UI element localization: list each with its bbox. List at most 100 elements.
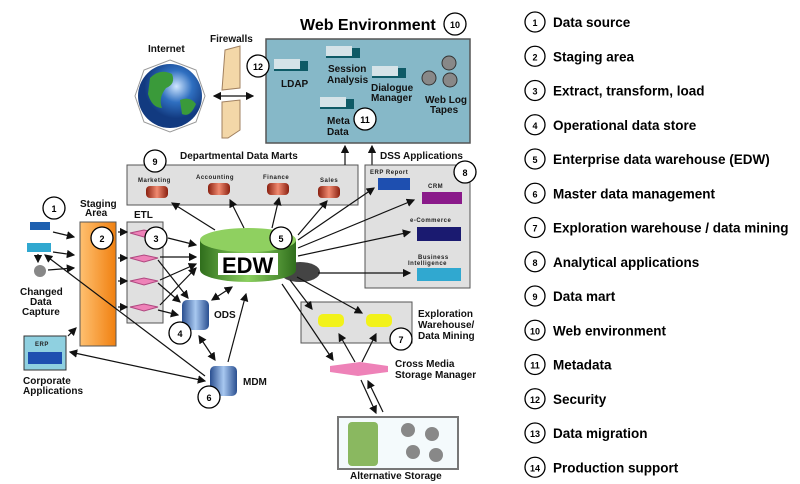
- legend-number: 8: [532, 258, 537, 268]
- legend-number: 9: [532, 292, 537, 302]
- mart-label: Finance: [263, 175, 289, 181]
- corp-label: Applications: [23, 386, 83, 397]
- mart-cylinder-icon: [146, 186, 168, 198]
- svg-text:8: 8: [462, 168, 467, 178]
- legend-label: Staging area: [553, 49, 635, 64]
- legend-number: 3: [532, 87, 537, 97]
- exploration-cylinder-icon: [366, 314, 392, 327]
- svg-text:12: 12: [253, 62, 263, 72]
- erp-report-icon: [378, 178, 410, 190]
- meta-label: Meta: [327, 116, 350, 127]
- storage-tapes-icon: [401, 423, 443, 462]
- ods-label: ODS: [214, 310, 236, 321]
- erp-report-label: ERP Report: [370, 170, 408, 176]
- legend-number: 10: [530, 326, 540, 336]
- dss-title: DSS Applications: [380, 151, 463, 162]
- session-analysis-server-icon: [326, 46, 360, 58]
- legend-number: 13: [530, 429, 540, 439]
- bi-label: Business: [418, 255, 449, 261]
- cdc-label: Changed: [20, 287, 63, 298]
- mart-sales: Sales: [318, 178, 340, 198]
- legend-number-circle: [524, 182, 546, 204]
- legend-label: Data migration: [553, 426, 648, 441]
- legend-item: 13 Data migration: [524, 422, 648, 444]
- marker-2: 2: [90, 226, 114, 250]
- cdc-icon: [34, 265, 46, 277]
- legend-number-circle: [524, 388, 546, 410]
- bi-label: Intelligence: [408, 261, 447, 267]
- internet-ring: [134, 59, 206, 133]
- staging-label: Staging: [80, 199, 117, 210]
- legend-label: Master data management: [553, 186, 716, 201]
- legend-number: 12: [530, 395, 540, 405]
- marker-5: 5: [269, 226, 293, 250]
- mart-marketing: Marketing: [138, 178, 171, 198]
- legend-number-circle: [524, 79, 546, 102]
- internet-label: Internet: [148, 44, 185, 55]
- svg-text:2: 2: [99, 234, 104, 244]
- mart-label: Sales: [320, 178, 338, 184]
- web-environment: Web Environment LDAP Session Analysis Di…: [265, 17, 471, 144]
- marker-12: 12: [246, 54, 270, 78]
- dialogue-label: Dialogue: [371, 83, 414, 94]
- svg-text:5: 5: [278, 234, 283, 244]
- legend-label: Exploration warehouse / data mining: [553, 221, 789, 236]
- legend-number-circle: [524, 285, 546, 307]
- ecommerce-icon: [417, 227, 461, 241]
- legend-label: Web environment: [553, 323, 667, 338]
- mart-cylinder-icon: [208, 183, 230, 195]
- data-marts-box: [126, 164, 359, 206]
- erp-label: ERP: [35, 342, 49, 348]
- crm-label: CRM: [428, 184, 443, 190]
- legend-label: Operational data store: [553, 118, 697, 133]
- flow-arrows: [33, 187, 416, 415]
- legend-label: Production support: [553, 460, 679, 475]
- cdc-label: Data: [30, 297, 52, 308]
- marker-1: 1: [42, 196, 66, 220]
- svg-text:6: 6: [206, 393, 211, 403]
- etl-process-icons: [129, 229, 159, 312]
- mart-label: Accounting: [196, 175, 234, 181]
- erp-icon: [28, 352, 62, 364]
- mart-label: Marketing: [138, 178, 171, 184]
- marker-3: 3: [144, 226, 168, 250]
- legend-number-circle: [524, 148, 546, 170]
- cmsm-icon: [330, 362, 388, 376]
- edw-label-bg: [218, 253, 278, 275]
- source-icon: [30, 222, 50, 230]
- legend-label: Enterprise data warehouse (EDW): [553, 152, 770, 167]
- legend-number-circle: [524, 422, 546, 444]
- mart-cylinder-icon: [267, 183, 289, 195]
- ecommerce-label: e-Commerce: [410, 218, 452, 224]
- legend-number-circle: [524, 353, 546, 376]
- cmsm-label: Storage Manager: [395, 370, 476, 381]
- ldap-server-icon: [274, 59, 308, 71]
- mdm-label: MDM: [243, 377, 267, 388]
- legend-number-circle: [524, 45, 546, 67]
- legend-number: 11: [530, 361, 540, 371]
- globe-land: [148, 71, 196, 115]
- tapes-label: Tapes: [430, 105, 459, 116]
- legend-number-circle: [524, 114, 546, 136]
- legend-number-circle: [524, 11, 546, 33]
- marker-11: 11: [353, 107, 377, 131]
- legend-label: Data source: [553, 15, 631, 30]
- data-marts-title: Departmental Data Marts: [180, 151, 298, 162]
- svg-text:7: 7: [398, 335, 403, 345]
- web-log-label: Web Log: [425, 95, 467, 106]
- analysis-label: Analysis: [327, 75, 369, 86]
- svg-text:10: 10: [450, 20, 460, 30]
- mart-accounting: Accounting: [196, 175, 234, 195]
- legend-item: 10 Web environment: [524, 319, 667, 341]
- marker-7: 7: [389, 327, 413, 351]
- meta-data-server-icon: [320, 97, 354, 109]
- legend-label: Data mart: [553, 289, 616, 304]
